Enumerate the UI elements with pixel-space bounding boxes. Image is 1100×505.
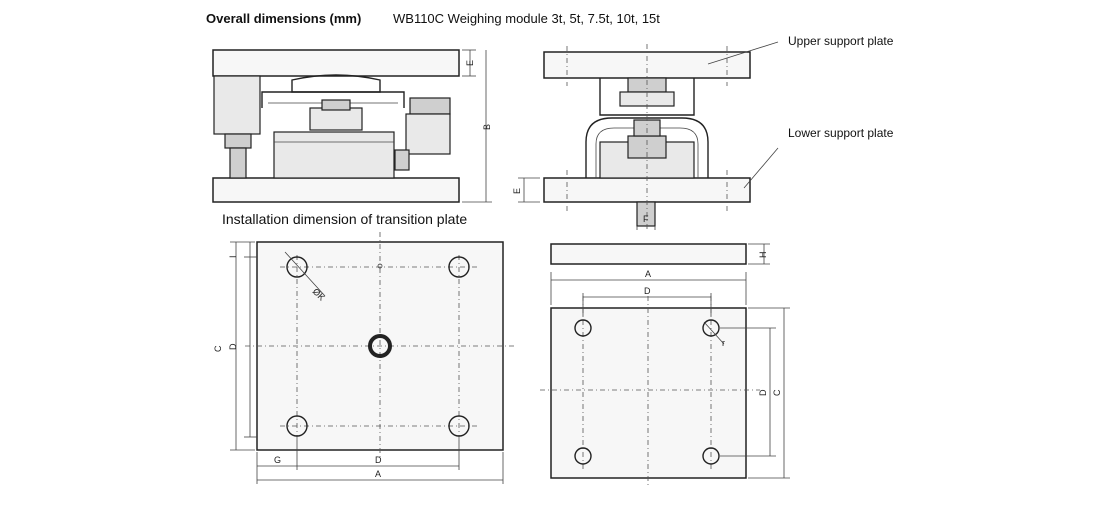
- dim-install-g: G: [274, 455, 281, 465]
- dim-front-b: B: [482, 124, 492, 130]
- dim-install-c: C: [213, 345, 223, 352]
- side-view: F E: [512, 41, 779, 230]
- upper-plate-callout: Upper support plate: [788, 34, 894, 48]
- mount-hole-bl: [286, 415, 308, 437]
- dim-transition-a: A: [645, 269, 651, 279]
- upper-plate-leader: [707, 41, 779, 65]
- transition-hole-br: [702, 447, 720, 465]
- mount-hole-br: [448, 415, 470, 437]
- lower-plate-callout: Lower support plate: [788, 126, 894, 140]
- dim-install-d-left: D: [228, 343, 238, 350]
- dim-install-a-bottom: A: [375, 469, 381, 479]
- mount-hole-tl: [286, 256, 308, 278]
- transition-hole-tr: [702, 319, 720, 337]
- mount-hole-tr: [448, 256, 470, 278]
- front-lower-plate: [212, 177, 460, 203]
- transition-hole-bl: [574, 447, 592, 465]
- transition-plate-view: H A D r D: [540, 243, 790, 488]
- dim-transition-r: r: [722, 338, 725, 348]
- front-left-post: [213, 75, 261, 135]
- dim-transition-d-right: D: [758, 389, 768, 396]
- model-title: WB110C Weighing module 3t, 5t, 7.5t, 10t…: [393, 11, 660, 26]
- dim-transition-c-right: C: [772, 389, 782, 396]
- dim-install-d-bottom: D: [375, 455, 382, 465]
- transition-plate-side: [550, 243, 747, 265]
- front-view: E B: [212, 49, 492, 203]
- phi-k-leader: [284, 251, 326, 297]
- dim-front-bottom-e: E: [512, 188, 522, 194]
- section-title: Installation dimension of transition pla…: [222, 211, 468, 227]
- dim-transition-d-top: D: [644, 286, 651, 296]
- lower-plate-leader: [743, 147, 779, 189]
- dim-install-i: I: [228, 255, 238, 258]
- dim-front-top-e: E: [465, 60, 475, 66]
- front-load-cell: [273, 131, 395, 179]
- dim-side-f: F: [643, 214, 649, 224]
- installation-plate-view: ØK I C D G D A: [213, 232, 515, 484]
- front-upper-plate: [212, 49, 460, 77]
- drawing-title: Overall dimensions (mm): [206, 11, 362, 26]
- dim-transition-h: H: [758, 252, 768, 259]
- transition-hole-tl: [574, 319, 592, 337]
- r-leader: [703, 321, 725, 345]
- center-hole: [368, 334, 392, 358]
